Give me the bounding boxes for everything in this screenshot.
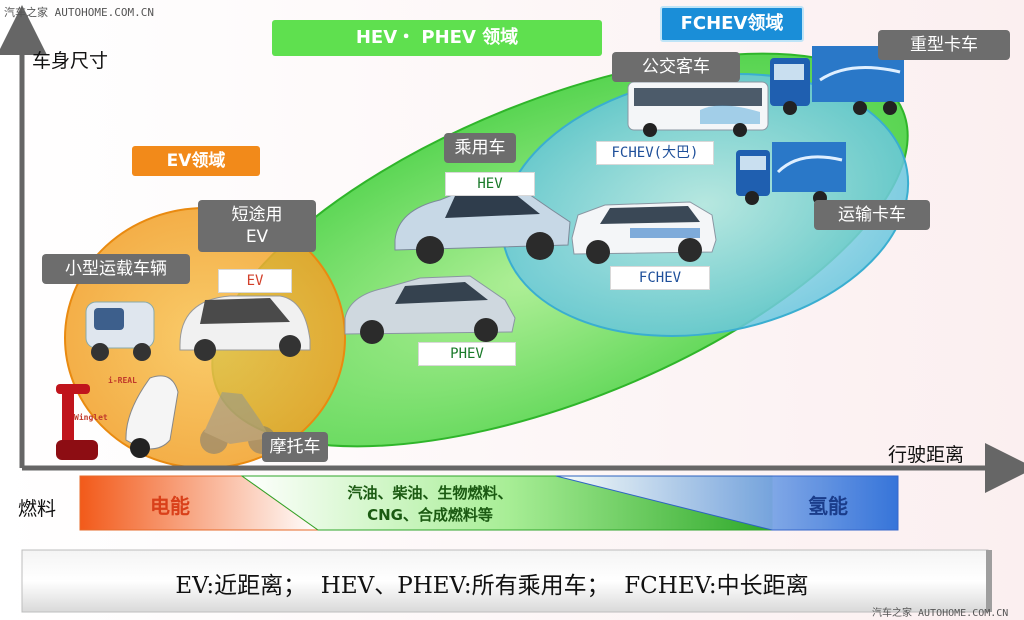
fuel-band-hydrogen <box>555 475 899 531</box>
fuel-hydrogen: 氢能 <box>808 494 848 518</box>
label-short-range-ev: 短途用 EV <box>198 200 316 252</box>
label-passenger-car: 乘用车 <box>444 133 516 163</box>
fuel-gasoline-line1: 汽油、柴油、生物燃料、 <box>347 484 513 502</box>
bus-illustration <box>627 81 769 137</box>
phev-car-illustration <box>344 275 516 344</box>
winglet-illustration <box>56 384 98 460</box>
summary-text: EV:近距离； HEV、PHEV:所有乘用车； FCHEV:中长距离 <box>175 573 809 599</box>
x-axis-label: 行驶距离 <box>888 444 965 466</box>
tag-fchev-bus: FCHEV(大巴) <box>596 141 714 165</box>
hev-phev-region-title: HEV・ PHEV 领域 <box>272 20 602 56</box>
watermark-bottom: 汽车之家 AUTOHOME.COM.CN <box>872 608 1009 619</box>
hev-car-illustration <box>394 187 571 264</box>
ev-car-illustration <box>179 295 311 361</box>
fchev-suv-illustration <box>571 201 717 264</box>
tag-fchev: FCHEV <box>610 266 710 290</box>
watermark-top: 汽车之家 AUTOHOME.COM.CN <box>4 6 154 19</box>
label-transport-truck: 运输卡车 <box>814 200 930 230</box>
label-motorcycle: 摩托车 <box>262 432 328 462</box>
tag-winglet: Winglet <box>74 413 108 422</box>
fuel-label: 燃料 <box>18 498 57 520</box>
tag-i-real: i-REAL <box>108 376 137 385</box>
label-heavy-truck: 重型卡车 <box>878 30 1010 60</box>
fchev-region-title: FCHEV领域 <box>660 6 804 42</box>
label-bus: 公交客车 <box>612 52 740 82</box>
ev-region-title: EV领域 <box>132 146 260 176</box>
fuel-gasoline-line2: CNG、合成燃料等 <box>367 506 493 524</box>
label-small-transport: 小型运载车辆 <box>42 254 190 284</box>
i-real-illustration <box>125 375 179 458</box>
tag-ev: EV <box>218 269 292 293</box>
fuel-electric: 电能 <box>150 494 190 518</box>
tag-phev: PHEV <box>418 342 516 366</box>
y-axis-label: 车身尺寸 <box>32 50 109 72</box>
transport-truck-illustration <box>736 142 846 205</box>
summary-bar-edge <box>986 550 992 612</box>
small-transport-illustration <box>85 301 155 361</box>
tag-hev: HEV <box>445 172 535 196</box>
